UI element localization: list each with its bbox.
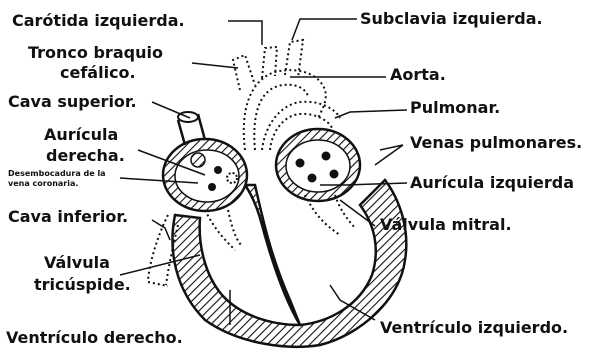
atrium-opening <box>208 183 216 191</box>
label-venas-pulmonares: Venas pulmonares. <box>410 133 582 152</box>
left-atrium <box>276 129 360 201</box>
label-subclavia: Subclavia izquierda. <box>360 9 543 28</box>
heart-illustration <box>148 40 406 347</box>
label-valvula-tricuspide-line1: Válvula <box>44 253 110 272</box>
atrium-opening <box>214 166 222 174</box>
pulmonary-vein-opening <box>308 174 317 183</box>
label-ventriculo-derecho: Ventrículo derecho. <box>6 328 183 347</box>
tricuspid-leaflets <box>205 210 242 250</box>
label-valvula-mitral: Válvula mitral. <box>380 215 512 234</box>
label-tronco-line1: Tronco braquio <box>28 43 163 62</box>
brachiocephalic-trunk <box>233 55 255 90</box>
pulmonary-vein-opening <box>296 159 305 168</box>
pulmonary-vein-opening <box>330 170 339 179</box>
pulmonary-vein-opening <box>322 152 331 161</box>
label-carotida: Carótida izquierda. <box>12 11 185 30</box>
septum <box>245 185 300 325</box>
label-ventriculo-izquierdo: Ventrículo izquierdo. <box>380 318 568 337</box>
label-valvula-tricuspide-line2: tricúspide. <box>34 275 131 294</box>
atrium-opening <box>191 153 205 167</box>
label-auricula-izquierda: Aurícula izquierda <box>410 173 574 192</box>
label-desembocadura-line1: Desembocadura de la <box>8 169 106 178</box>
label-cava-inferior: Cava inferior. <box>8 207 128 226</box>
label-auricula-derecha-line1: Aurícula <box>44 125 118 144</box>
label-pulmonar: Pulmonar. <box>410 98 500 117</box>
label-cava-superior: Cava superior. <box>8 92 137 111</box>
label-desembocadura-line2: vena coronaria. <box>8 179 78 188</box>
label-auricula-derecha-line2: derecha. <box>46 146 125 165</box>
label-tronco-line2: cefálico. <box>60 63 136 82</box>
left-subclavian <box>285 40 303 78</box>
label-aorta: Aorta. <box>390 65 446 84</box>
